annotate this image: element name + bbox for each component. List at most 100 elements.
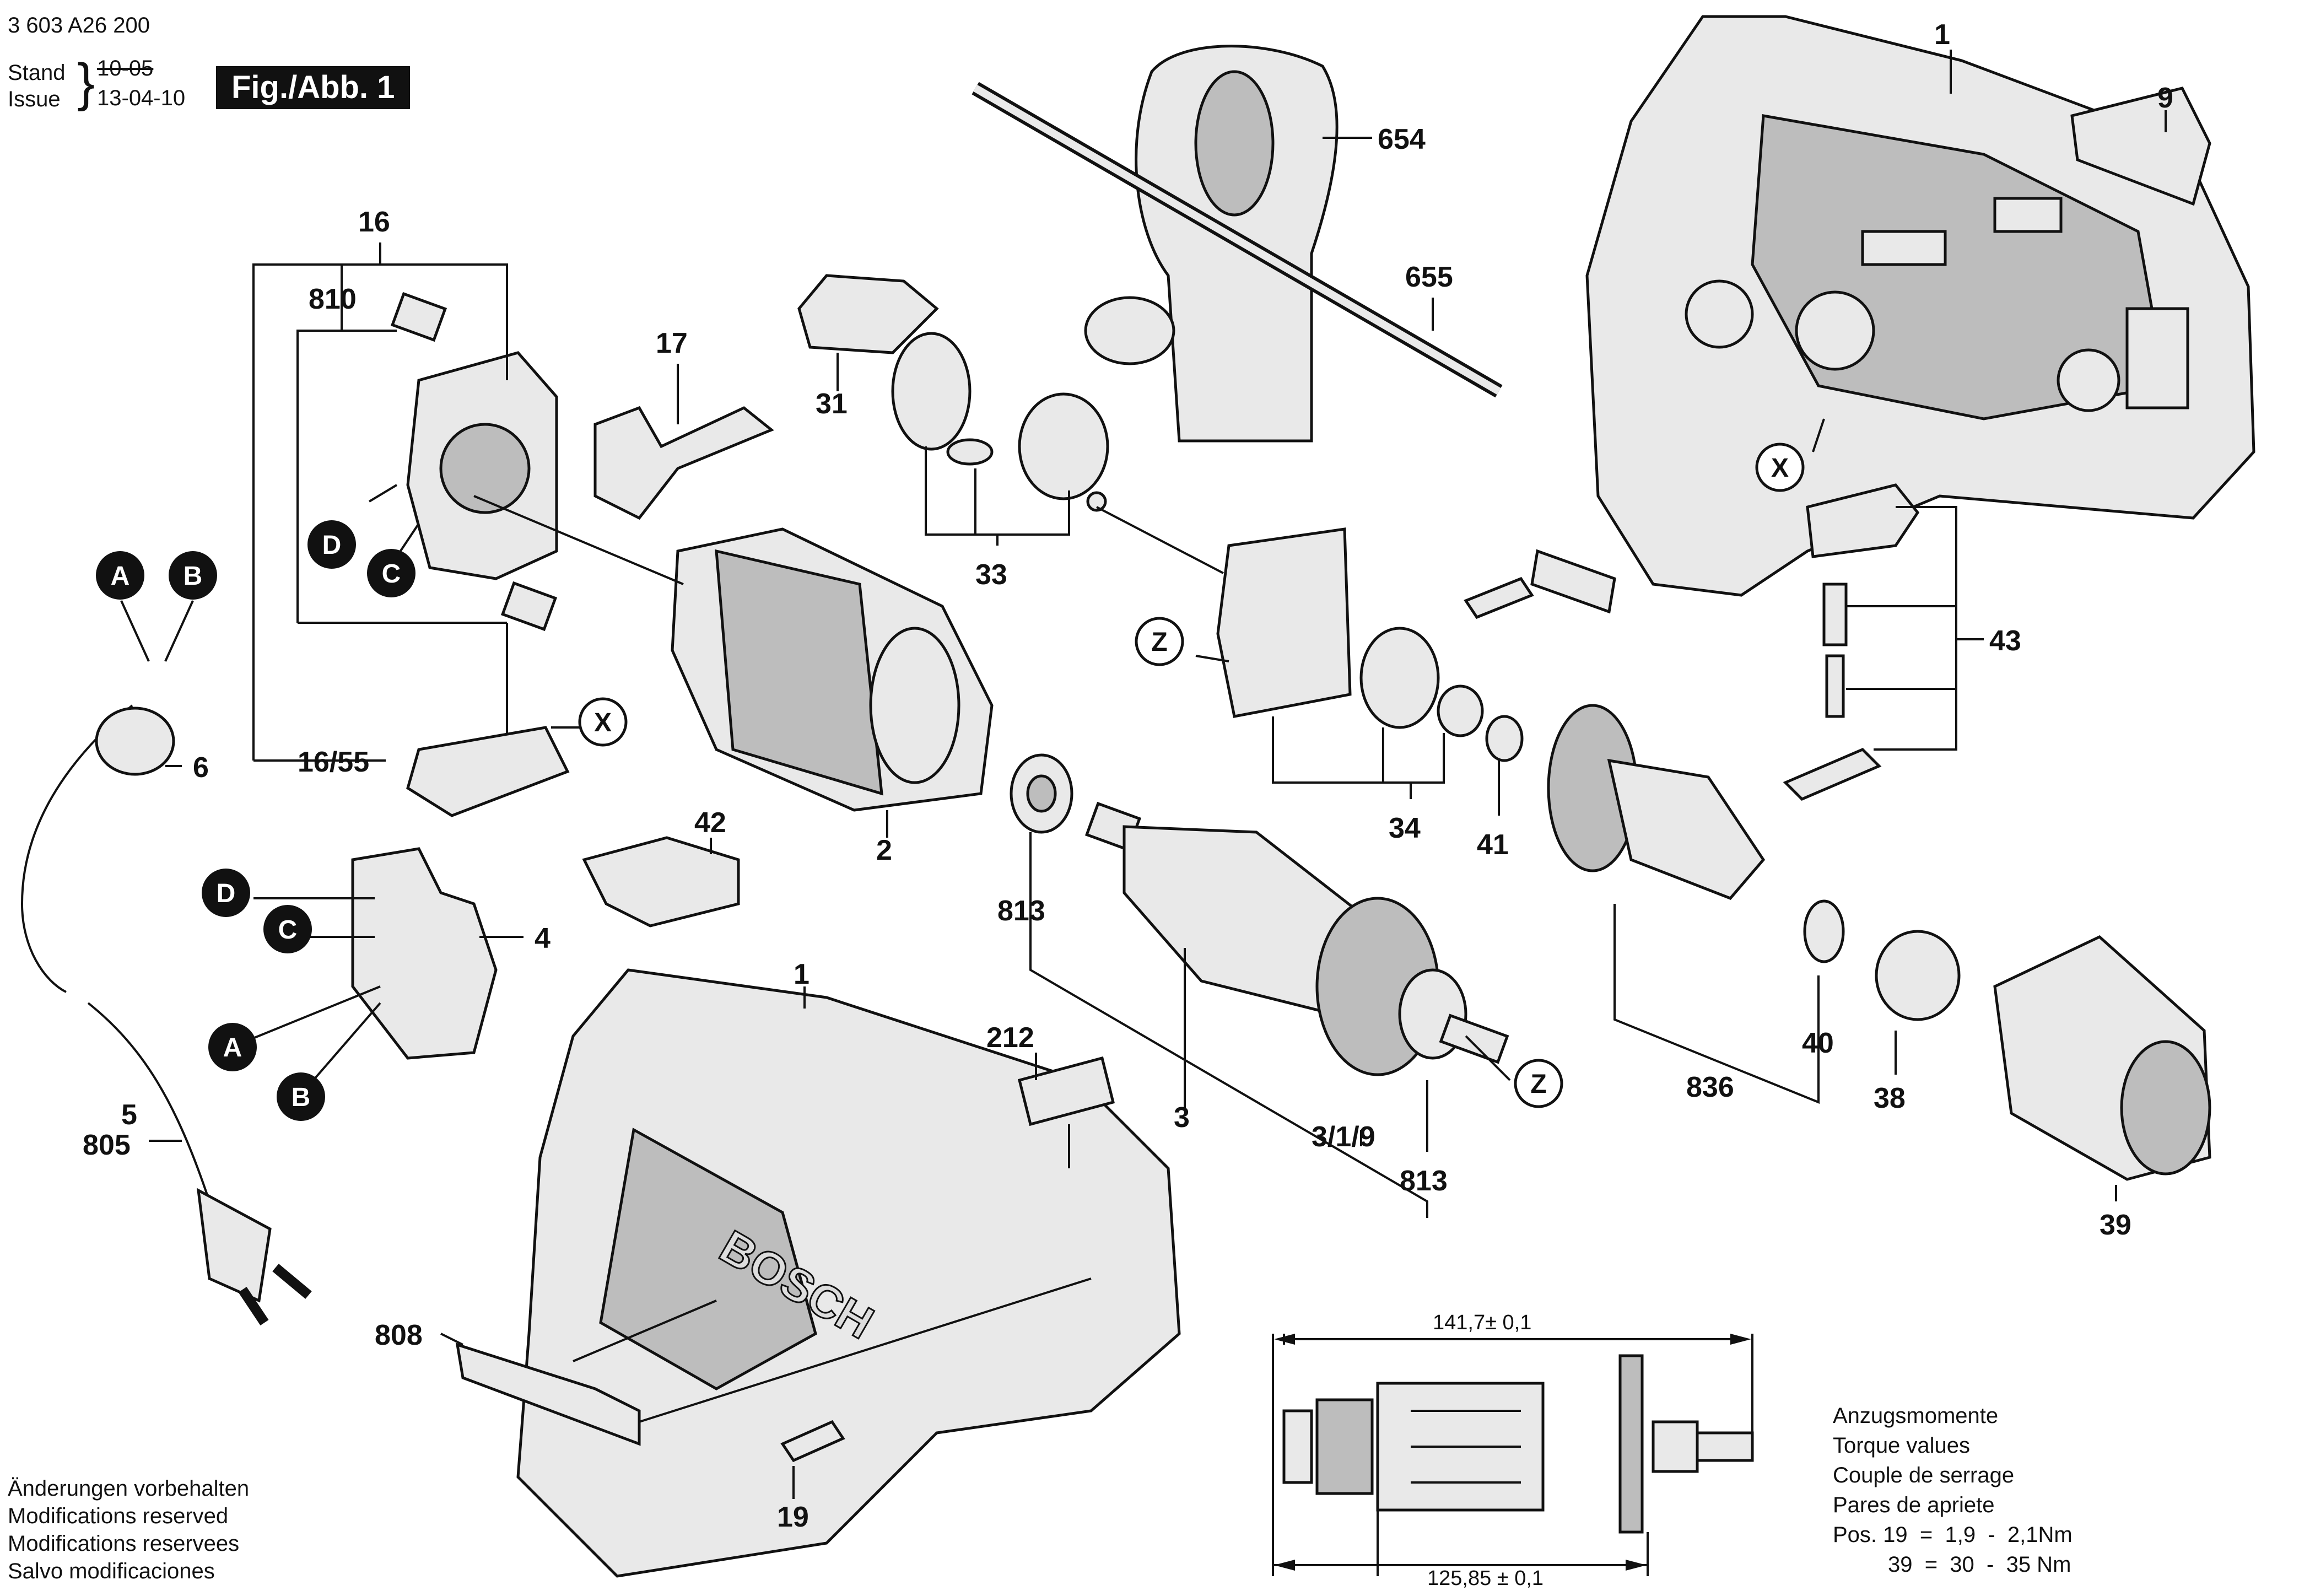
brush-clip: [406, 726, 570, 817]
spring-cap: [593, 406, 774, 520]
power-cord: [20, 704, 133, 993]
circlip: [1803, 899, 1845, 963]
armature: [1084, 801, 1509, 1076]
marker-A-switch: A: [208, 1023, 257, 1071]
callout-19: 19: [777, 1501, 809, 1533]
marker-X-housing: X: [1755, 443, 1805, 492]
housing-half-left: BOSCH: [516, 968, 1181, 1578]
trigger-switch: [351, 847, 498, 1060]
latch-pin: [1825, 654, 1845, 718]
callout-212: 212: [986, 1022, 1034, 1054]
marker-C-switch: C: [263, 905, 312, 953]
stand-label: Stand: [8, 61, 66, 85]
cable-clamp: [1530, 549, 1616, 614]
fan-cover: [797, 274, 939, 354]
svg-text:A: A: [223, 1033, 242, 1063]
callout-16-55: 16/55: [298, 746, 369, 778]
callout-836: 836: [1686, 1071, 1734, 1103]
marker-X-clip: X: [578, 697, 628, 747]
svg-text:B: B: [184, 562, 203, 591]
callout-9: 9: [2157, 82, 2173, 114]
svg-text:C: C: [278, 915, 298, 945]
issue-label: Issue: [8, 87, 61, 111]
document-number: 3 603 A26 200: [8, 13, 150, 37]
callout-810: 810: [309, 283, 357, 315]
callout-6: 6: [193, 752, 209, 784]
callout-43: 43: [1989, 625, 2021, 657]
callout-33: 33: [975, 559, 1007, 591]
torque-title-de: Anzugsmomente: [1833, 1404, 1999, 1428]
retaining-ring: [1485, 715, 1524, 762]
callouts: 1 9 654 655 16 810 17 31 33 43 16/55 6 3…: [83, 19, 2173, 1533]
svg-text:D: D: [217, 879, 236, 908]
marker-A-top: A: [96, 551, 144, 600]
euro-plug: [196, 1188, 272, 1303]
brush-holder-plate: [390, 292, 558, 632]
marker-Z-armature: Z: [1514, 1059, 1563, 1108]
air-baffle: [1216, 527, 1352, 718]
callout-3: 3: [1174, 1102, 1190, 1134]
marker-C-top: C: [367, 549, 415, 597]
callout-40: 40: [1802, 1027, 1834, 1059]
marker-D-switch: D: [202, 869, 250, 917]
marker-D-top: D: [307, 520, 356, 569]
note-en: Modifications reserved: [8, 1504, 229, 1528]
keyless-chuck: [1993, 935, 2211, 1181]
dim-overall-length: 141,7± 0,1: [1433, 1311, 1531, 1334]
depth-stop-blade: [2070, 87, 2211, 206]
callout-655: 655: [1405, 261, 1453, 293]
ball: [1086, 491, 1107, 512]
torque-table: Anzugsmomente Torque values Couple de se…: [1833, 1401, 2073, 1579]
cord-sleeve: [95, 707, 175, 776]
callout-42: 42: [694, 807, 726, 839]
cable-bracket: [582, 836, 740, 928]
svg-text:B: B: [292, 1083, 311, 1112]
auxiliary-handle: [1084, 45, 1339, 443]
marker-B-top: B: [169, 551, 217, 600]
fan-rotor: [1018, 392, 1109, 500]
torque-title-en: Torque values: [1833, 1433, 1971, 1458]
callout-16: 16: [358, 206, 390, 238]
issue-value: 13-04-10: [97, 86, 186, 110]
figure-badge: Fig./Abb. 1: [216, 66, 411, 109]
callout-41: 41: [1477, 829, 1509, 861]
callout-4: 4: [535, 923, 551, 955]
svg-text:Z: Z: [1530, 1070, 1546, 1099]
leader-lines: [120, 50, 2167, 1499]
callout-813-right: 813: [1400, 1165, 1448, 1197]
dim-core-length: 125,85 ± 0,1: [1427, 1567, 1544, 1590]
svg-text:A: A: [111, 562, 130, 591]
svg-text:Z: Z: [1151, 628, 1167, 657]
callout-805: 805: [83, 1129, 131, 1161]
svg-text:X: X: [594, 708, 612, 737]
callout-38: 38: [1874, 1082, 1906, 1114]
modification-notes: Änderungen vorbehalten Modifications res…: [8, 1475, 249, 1585]
bushing: [1437, 684, 1484, 737]
callout-34: 34: [1389, 812, 1421, 844]
svg-text:D: D: [322, 531, 342, 560]
callout-2: 2: [876, 834, 892, 866]
callout-808: 808: [375, 1319, 423, 1351]
stand-value-struck: 10-05: [97, 56, 154, 80]
shaft-key: [946, 438, 994, 466]
torque-title-es: Pares de apriete: [1833, 1493, 1995, 1517]
fan-ring: [1359, 627, 1440, 729]
housing-screw: [780, 1420, 845, 1463]
callout-1-lower: 1: [794, 958, 809, 990]
rating-label: [1017, 1056, 1115, 1126]
switch-latch: [1806, 483, 1920, 558]
note-fr: Modifications reservees: [8, 1532, 240, 1556]
marker-B-switch: B: [277, 1072, 325, 1121]
callout-17: 17: [656, 327, 688, 359]
callout-654: 654: [1378, 123, 1426, 155]
callout-813-left: 813: [997, 895, 1045, 927]
stator-field: [671, 527, 994, 812]
callout-31: 31: [816, 388, 848, 420]
marker-Z-baffle: Z: [1135, 617, 1184, 666]
torque-title-fr: Couple de serrage: [1833, 1463, 2015, 1487]
fan-disc: [891, 332, 972, 451]
callout-1-top: 1: [1934, 19, 1950, 51]
torque-row-39: 39 = 30 - 35 Nm: [1888, 1552, 2071, 1577]
brace-glyph: }: [77, 53, 95, 112]
